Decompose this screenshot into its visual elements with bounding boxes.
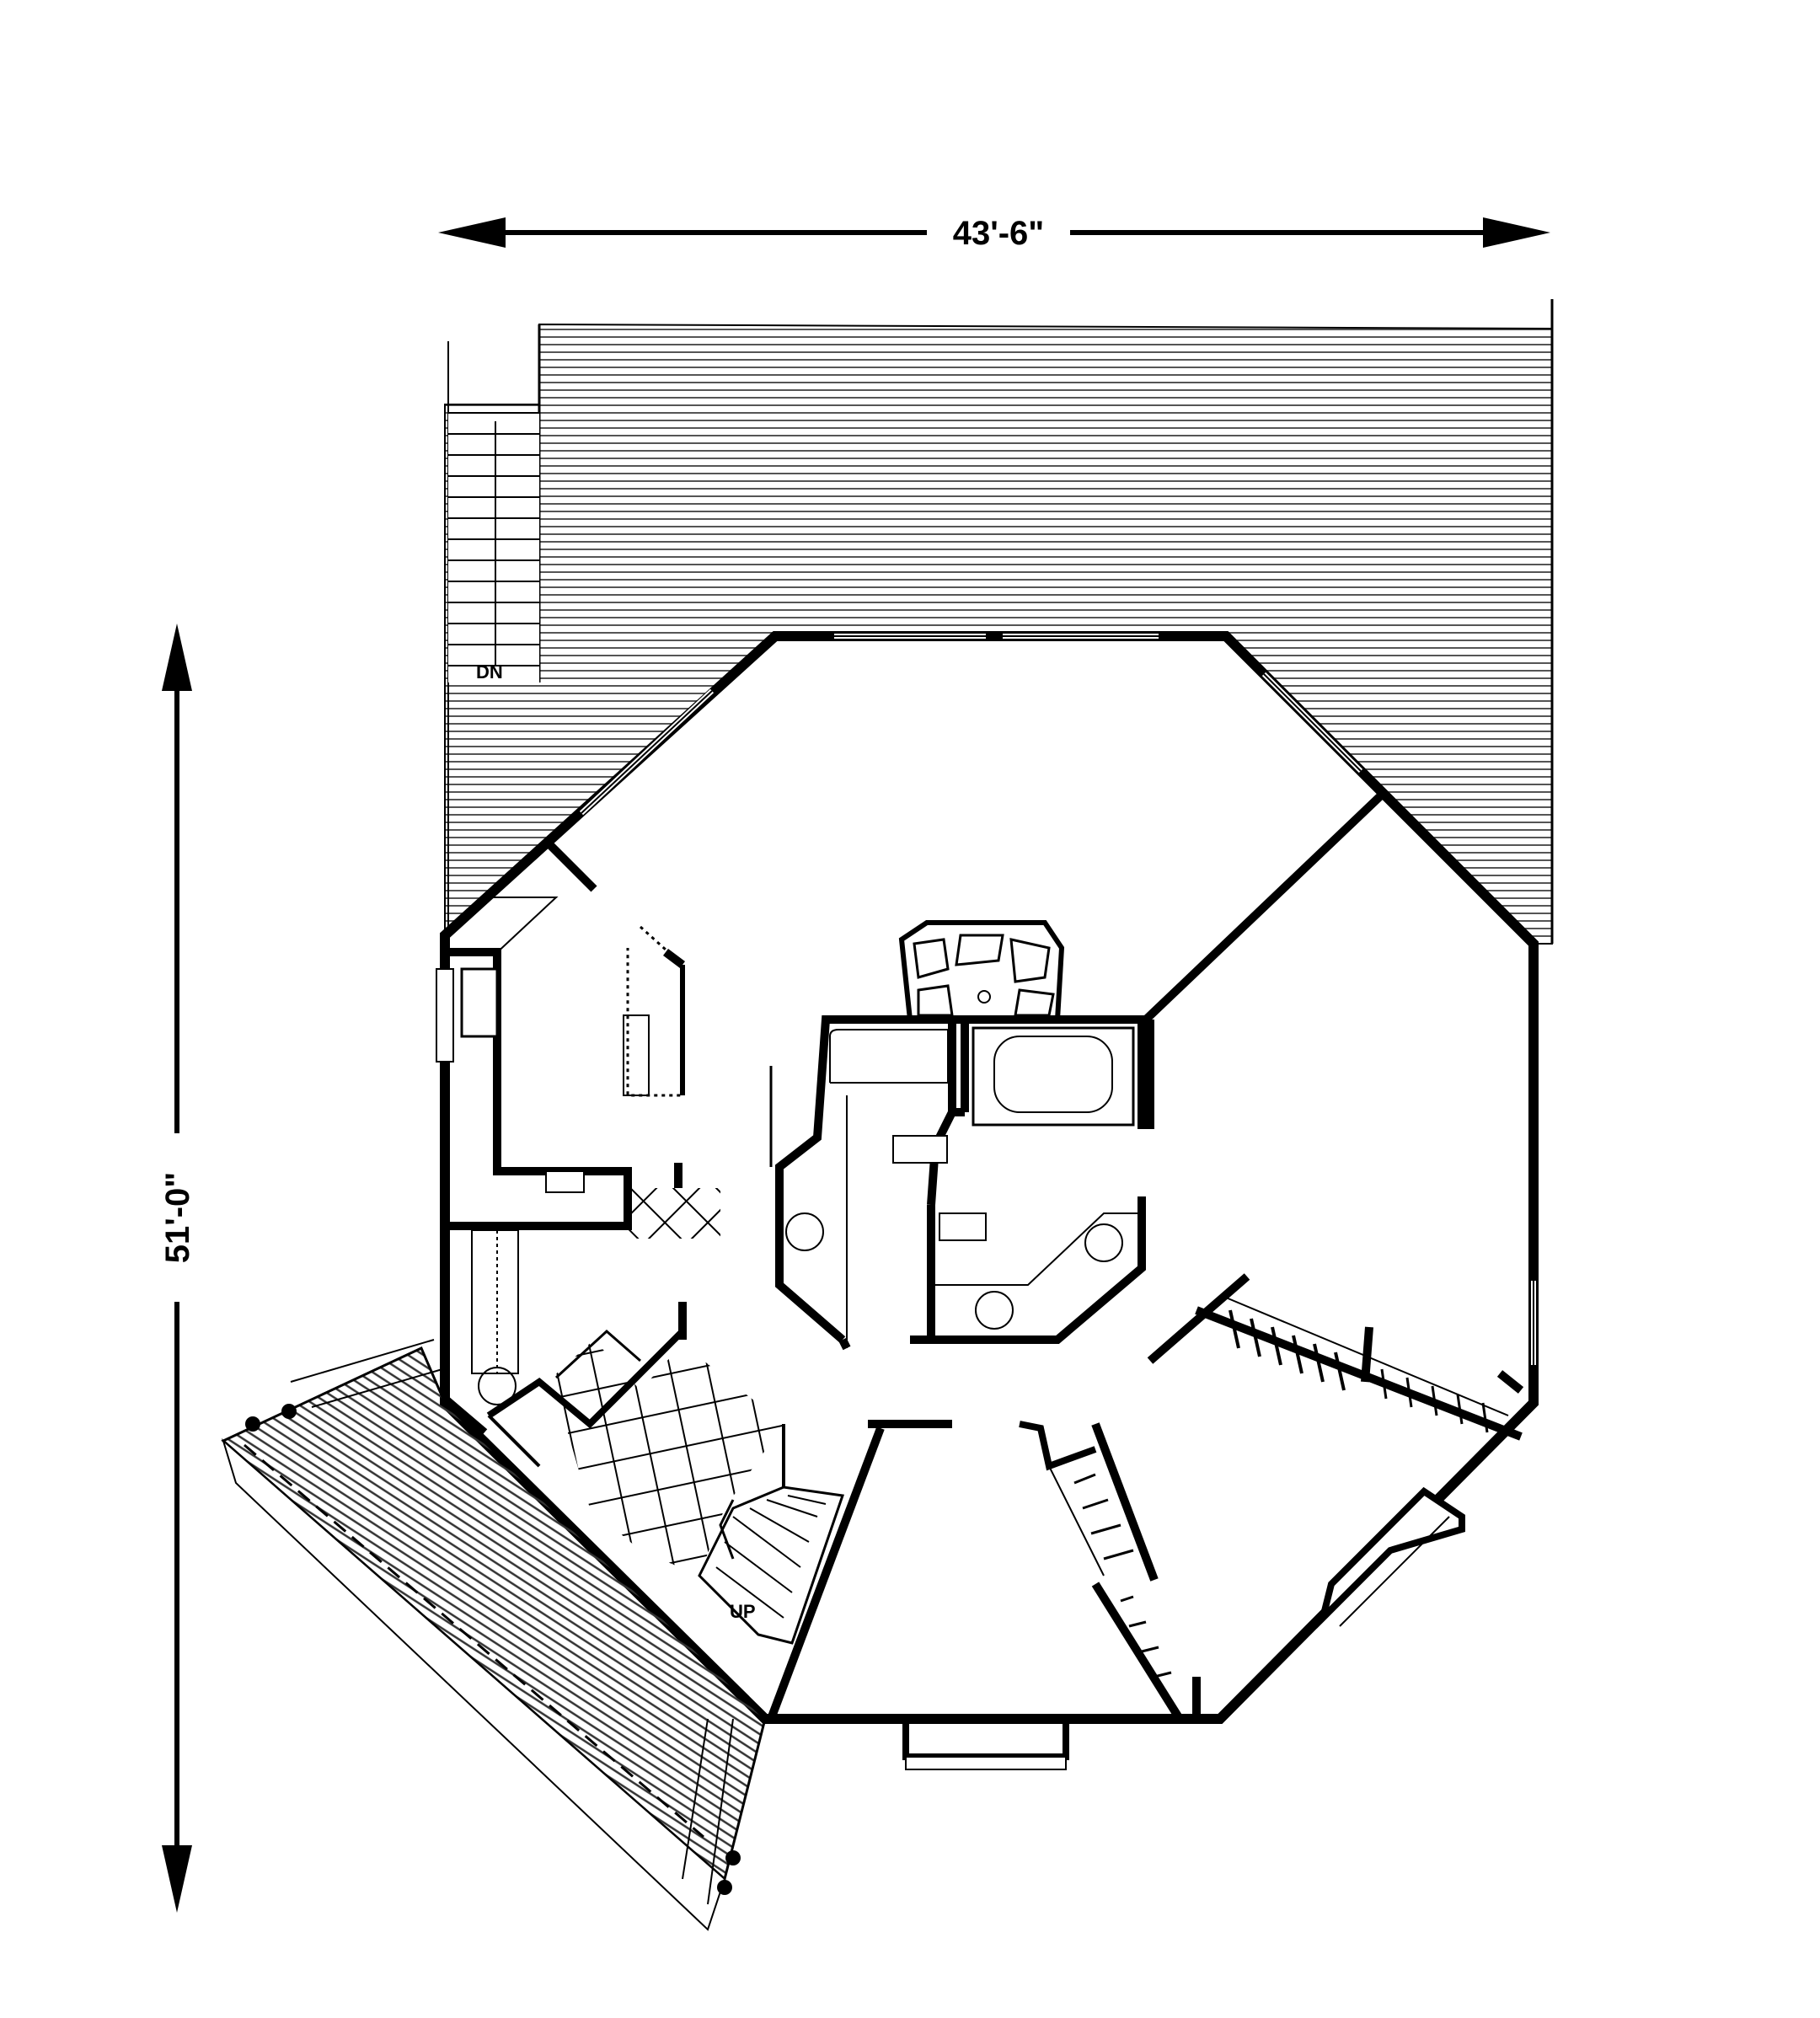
width-dimension-label: 43'-6" (953, 215, 1045, 252)
fireplace (898, 920, 1065, 1022)
bedroom-partitions (1143, 793, 1524, 1441)
refrigerator (460, 967, 499, 1038)
bathroom-2 (910, 1020, 1154, 1344)
closet-right (1225, 1297, 1509, 1433)
bathroom-1 (769, 1015, 1146, 1351)
kitchen (445, 839, 720, 1239)
exterior-stair: DN (448, 412, 539, 682)
right-bay-window (1316, 1486, 1465, 1630)
width-dimension: 43'-6" (438, 211, 1550, 253)
stair-down-label: DN (476, 661, 503, 682)
hall-walls (678, 1302, 952, 1721)
depth-dimension-label: 51'-0" (159, 1172, 196, 1264)
closet-lower (1019, 1421, 1201, 1721)
sink (545, 1170, 585, 1193)
front-bay (902, 1719, 1069, 1770)
stair-up-label: UP (730, 1601, 756, 1622)
foyer: UP (486, 1314, 845, 1645)
front-deck (221, 1339, 767, 1931)
depth-dimension: 51'-0" (152, 624, 202, 1913)
laundry (442, 1229, 519, 1436)
